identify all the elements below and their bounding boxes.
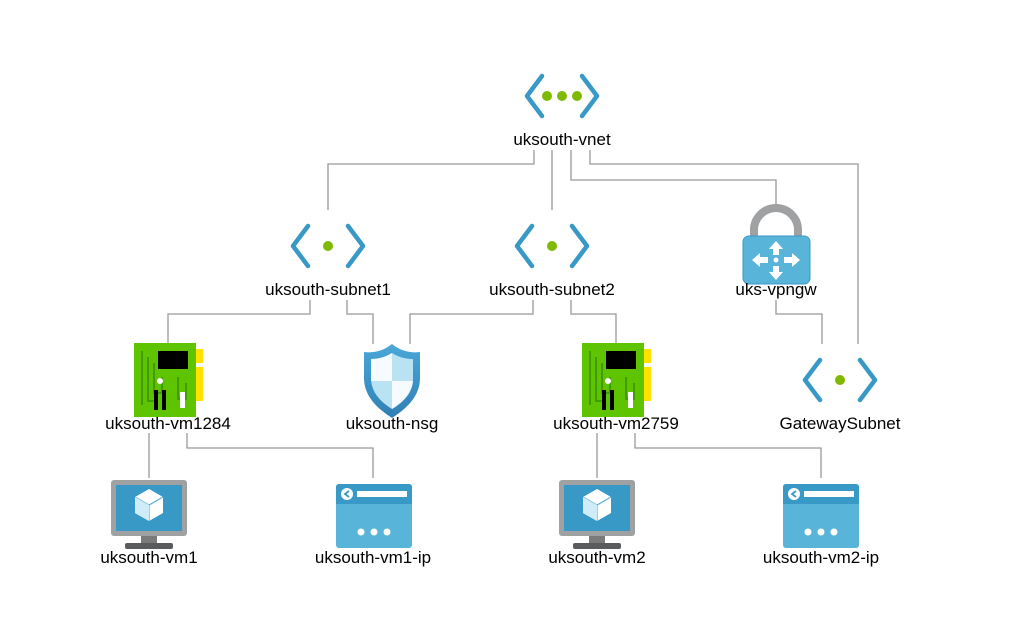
edge-vnet-vpngw <box>570 150 777 210</box>
node-label-vnet: uksouth-vnet <box>513 130 611 149</box>
edge-subnet2-nsg <box>409 300 534 344</box>
node-label-vpngw: uks-vpngw <box>735 280 817 299</box>
vpn-gateway-icon <box>742 204 811 285</box>
connectors <box>148 150 859 478</box>
edge-subnet1-nsg <box>346 300 374 344</box>
edge-subnet1-nic1 <box>167 300 311 344</box>
node-label-nic1: uksouth-vm1284 <box>105 414 231 433</box>
node-label-nsg: uksouth-nsg <box>345 414 439 433</box>
node-label-subnet2: uksouth-subnet2 <box>489 280 615 299</box>
virtual-machine-icon <box>559 480 635 549</box>
subnet-icon <box>290 223 366 269</box>
edge-subnet2-nic2 <box>570 300 617 344</box>
node-label-vm1: uksouth-vm1 <box>100 548 198 567</box>
subnet-icon <box>514 223 590 269</box>
virtual-machine-icon <box>111 480 187 549</box>
node-label-ip1: uksouth-vm1-ip <box>314 548 432 567</box>
node-label-gatewaysubnet: GatewaySubnet <box>779 414 901 433</box>
network-security-group-icon <box>364 344 420 418</box>
edge-nic1-ip1 <box>186 433 374 478</box>
edge-vpngw-gatewaysubnet <box>775 300 823 344</box>
virtual-network-icon <box>524 73 600 119</box>
node-label-vm2: uksouth-vm2 <box>548 548 646 567</box>
subnet-icon <box>802 357 878 403</box>
edge-vnet-subnet1 <box>327 150 535 210</box>
public-ip-icon <box>336 484 412 548</box>
node-label-subnet1: uksouth-subnet1 <box>265 280 391 299</box>
edge-nic2-ip2 <box>634 433 822 478</box>
node-label-nic2: uksouth-vm2759 <box>553 414 679 433</box>
public-ip-icon <box>783 484 859 548</box>
network-interface-icon <box>134 343 203 417</box>
network-interface-icon <box>582 343 651 417</box>
node-label-ip2: uksouth-vm2-ip <box>762 548 880 567</box>
edge-vnet-gatewaysubnet <box>589 150 859 344</box>
